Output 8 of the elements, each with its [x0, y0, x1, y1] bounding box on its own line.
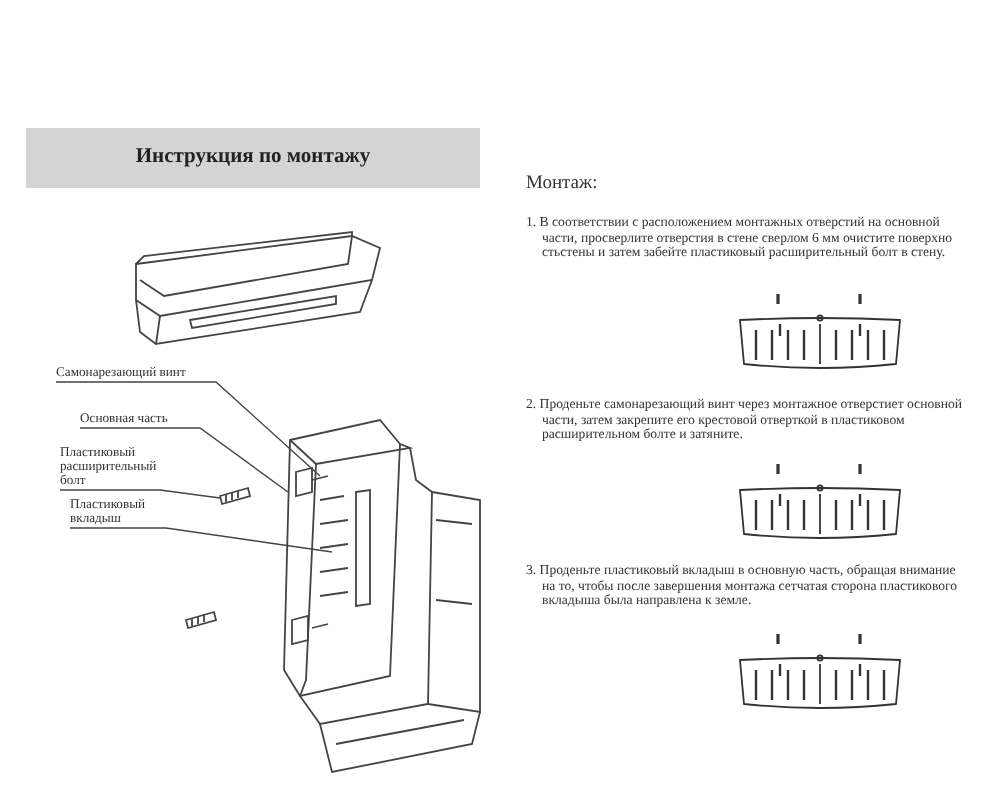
- title-banner: Инструкция по монтажу: [26, 128, 480, 188]
- leader-line: [55, 381, 321, 477]
- leader-line: [59, 489, 221, 499]
- expansion-bolt-drawing: [218, 486, 252, 506]
- leader-line: [79, 427, 289, 493]
- wall-basket-assembly-drawing: [283, 419, 481, 774]
- leader-line: [69, 527, 333, 553]
- section-heading: Монтаж:: [526, 178, 600, 194]
